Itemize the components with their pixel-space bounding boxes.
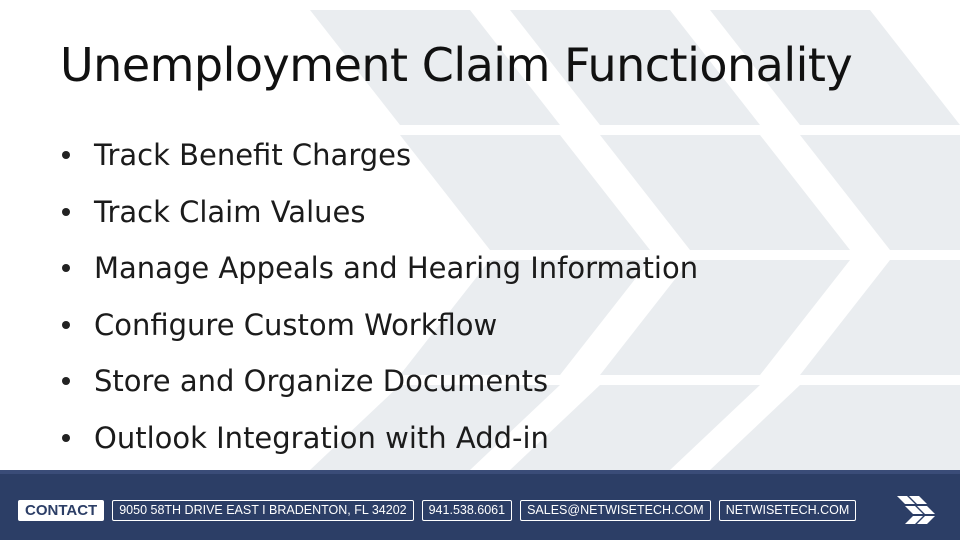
bullet-item: Store and Organize Documents [60,358,698,415]
address-text: 9050 58TH DRIVE EAST I BRADENTON, FL 342… [112,499,414,521]
bullet-dot-icon [62,320,70,329]
footer-accent-stripe [0,470,960,474]
slide-title: Unemployment Claim Functionality [60,38,853,92]
bullet-dot-icon [62,264,70,272]
bullet-item: Manage Appeals and Hearing Information [60,245,698,302]
bullet-item: Outlook Integration with Add-in [60,415,698,472]
bullet-dot-icon [62,433,70,442]
phone-link[interactable]: 941.538.6061 [421,499,513,521]
website-link[interactable]: NETWISETECH.COM [718,499,857,521]
bullet-item: Track Benefit Charges [60,132,698,189]
footer-bar [0,474,960,540]
bullet-dot-icon [62,377,70,385]
footer-contact-row: CONTACT 9050 58TH DRIVE EAST I BRADENTON… [18,498,864,522]
bullet-dot-icon [62,207,70,216]
email-link[interactable]: SALES@NETWISETECH.COM [520,499,711,521]
bullet-text: Configure Custom Workflow [94,307,498,342]
bullet-text: Track Benefit Charges [94,138,412,172]
bullet-text: Track Claim Values [94,194,366,229]
contact-label: CONTACT [18,499,105,521]
bullet-item: Configure Custom Workflow [60,302,698,359]
bullet-list: Track Benefit Charges Track Claim Values… [60,132,698,471]
bullet-text: Manage Appeals and Hearing Information [94,251,699,285]
bullet-dot-icon [62,151,70,159]
bullet-item: Track Claim Values [60,189,698,246]
bullet-text: Store and Organize Documents [94,364,549,398]
bullet-text: Outlook Integration with Add-in [94,420,549,455]
chevron-arrows-logo-icon [897,496,935,524]
